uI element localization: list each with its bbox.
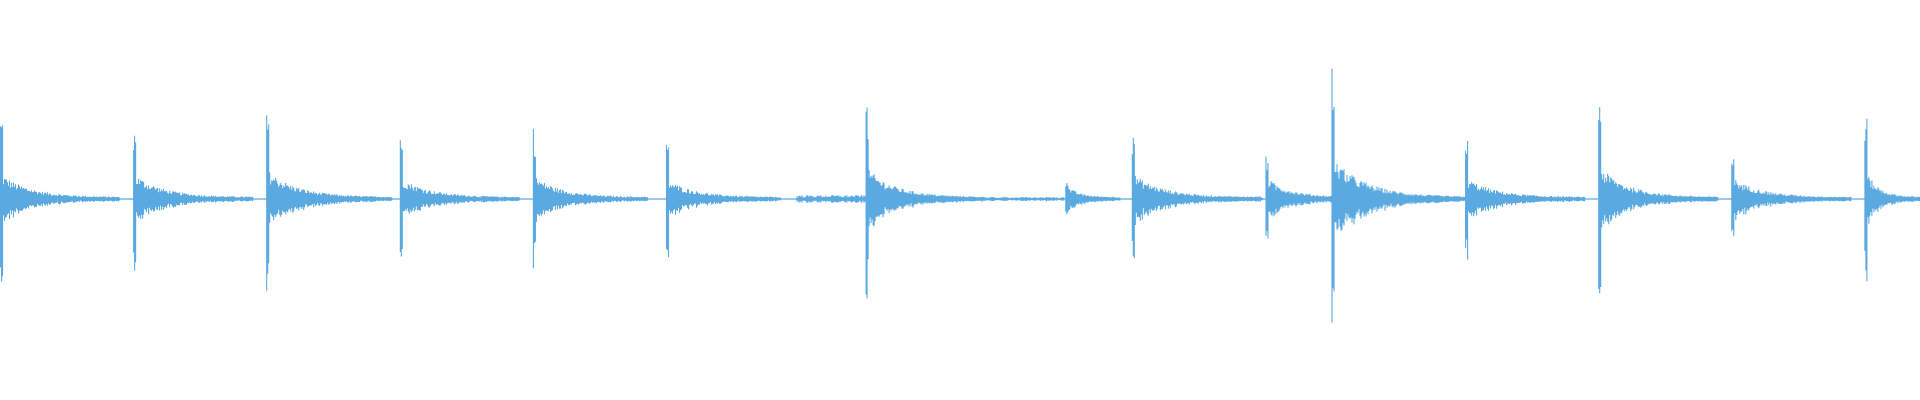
waveform-noise-segment-1 <box>796 195 866 203</box>
waveform-hit-2 <box>133 135 254 271</box>
waveform-hit-envelope <box>1731 159 1852 236</box>
waveform-hit-envelope <box>1465 141 1586 260</box>
waveform-hit-envelope <box>532 129 648 269</box>
waveform-hit-15 <box>1864 118 1920 282</box>
waveform-hit-envelope <box>1331 68 1474 323</box>
waveform-samples <box>0 68 1920 323</box>
waveform-hit-4 <box>399 140 520 257</box>
waveform-hit-envelope <box>133 135 254 271</box>
waveform-hit-envelope <box>1065 183 1121 215</box>
waveform-hit-7 <box>865 107 986 299</box>
waveform-hit-5 <box>532 129 648 269</box>
waveform-hit-envelope <box>0 125 121 282</box>
waveform-hit-envelope <box>1598 107 1719 294</box>
waveform-hit-11 <box>1331 68 1474 323</box>
waveform-hit-6 <box>665 144 782 258</box>
waveform-hit-envelope <box>665 144 782 258</box>
waveform-hit-1 <box>0 125 121 282</box>
waveform-hit-13 <box>1598 107 1719 294</box>
waveform-hit-envelope <box>266 115 393 291</box>
waveform-hit-envelope <box>399 140 520 257</box>
waveform-hit-8 <box>1065 183 1121 215</box>
waveform-hit-envelope <box>865 107 986 299</box>
waveform-hit-envelope <box>1864 118 1920 282</box>
waveform-hit-14 <box>1731 159 1852 236</box>
waveform-hit-12 <box>1465 141 1586 260</box>
waveform-hit-3 <box>266 115 393 291</box>
waveform-noise-segment-2 <box>927 196 1065 202</box>
waveform-noise-segment-3 <box>1221 196 1263 202</box>
